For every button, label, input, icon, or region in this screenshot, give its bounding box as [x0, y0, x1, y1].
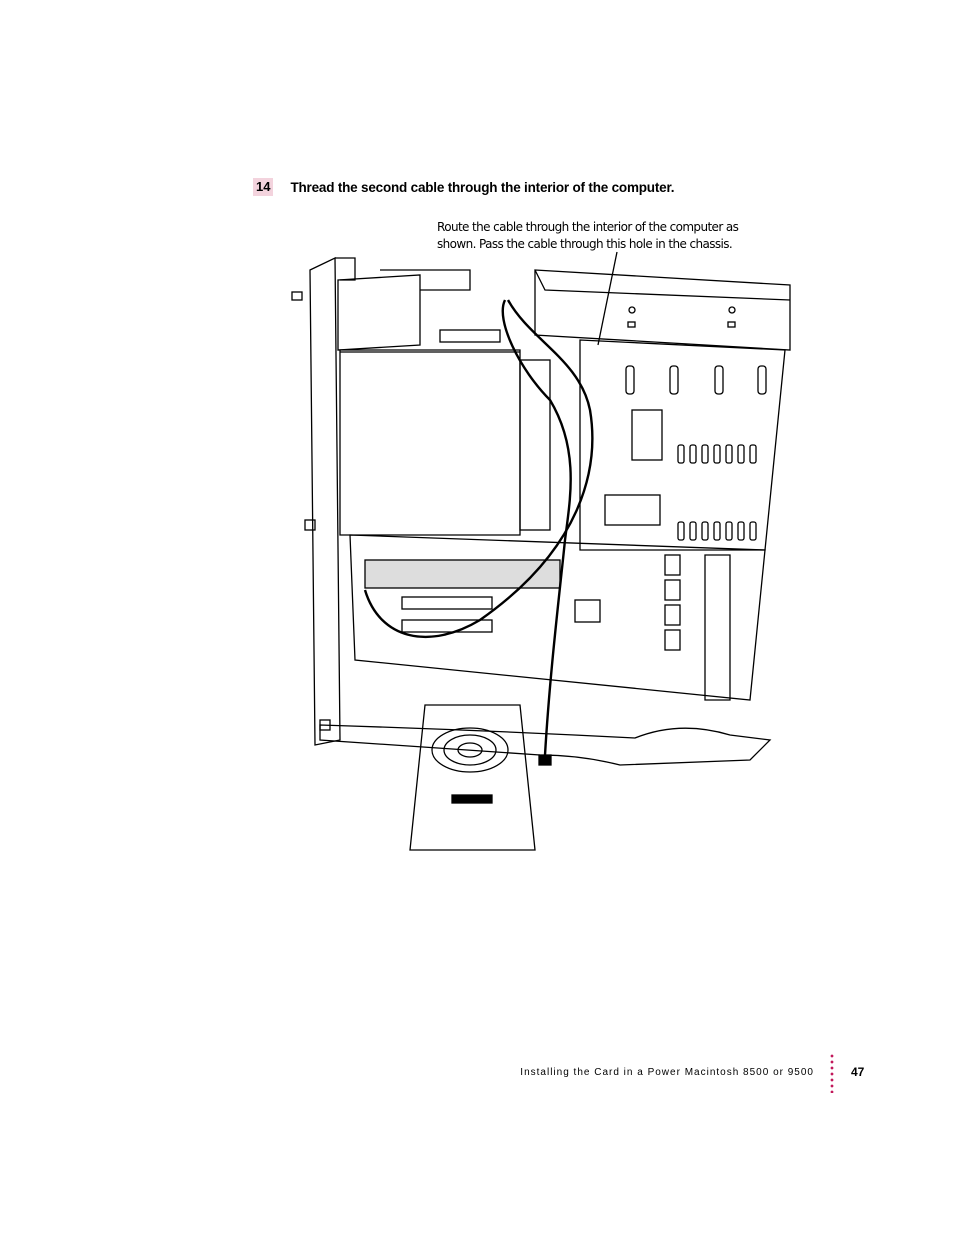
- running-title: Installing the Card in a Power Macintosh…: [520, 1067, 814, 1078]
- logic-board: [349, 534, 766, 701]
- step-heading: 14 Thread the second cable through the i…: [253, 178, 675, 196]
- drive-cage-panel: [339, 349, 521, 536]
- chassis-base: [319, 724, 772, 766]
- drive-bay: [337, 274, 421, 351]
- chassis-left-frame: [309, 256, 341, 746]
- chassis-slots: [677, 444, 757, 541]
- page-number: 47: [851, 1065, 865, 1079]
- dot-leader-decoration: [829, 1053, 835, 1093]
- cd-drive: [534, 269, 791, 351]
- step-number: 14: [253, 178, 274, 196]
- callout-line-1: Route the cable through the interior of …: [437, 220, 739, 234]
- pci-card: [364, 559, 561, 589]
- step-instruction: Thread the second cable through the inte…: [290, 179, 675, 195]
- callout-line-2: shown. Pass the cable through this hole …: [437, 237, 733, 251]
- illustration-callout: Route the cable through the interior of …: [437, 219, 757, 253]
- expansion-slots: [664, 554, 731, 701]
- computer-interior-illustration: [291, 251, 791, 851]
- callout-leader-line: [597, 251, 618, 346]
- cooling-fan: [409, 704, 536, 851]
- video-cable: [501, 299, 572, 756]
